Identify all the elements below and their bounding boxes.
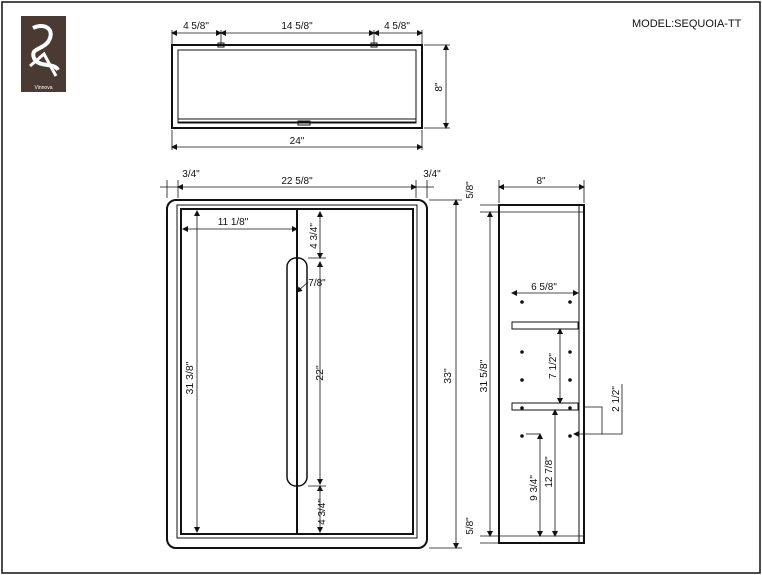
front-dim-handle-length: 22" bbox=[314, 365, 326, 381]
side-view bbox=[480, 180, 623, 544]
front-dim-handle-bottom: 4 3/4" bbox=[317, 499, 328, 525]
top-dim-right: 4 5/8" bbox=[384, 21, 410, 32]
pin-hole bbox=[568, 434, 572, 438]
side-view-pin-holes bbox=[520, 300, 572, 438]
front-view bbox=[160, 180, 462, 549]
top-view-door bbox=[177, 118, 417, 124]
pin-hole bbox=[520, 434, 524, 438]
top-view-inner bbox=[177, 49, 417, 123]
pin-hole bbox=[520, 378, 524, 382]
top-view-handle bbox=[297, 120, 311, 126]
front-dim-handle-width: 7/8" bbox=[308, 278, 326, 289]
front-dim-right-trim: 3/4" bbox=[423, 169, 441, 180]
side-view-shelf-upper bbox=[511, 321, 579, 330]
side-dim-lower-height: 12 7/8" bbox=[544, 456, 555, 488]
pin-hole bbox=[520, 300, 524, 304]
front-dim-inner-width: 22 5/8" bbox=[281, 176, 313, 187]
model-title: MODEL:SEQUOIA-TT bbox=[632, 18, 742, 30]
pin-hole bbox=[568, 406, 572, 410]
pin-hole bbox=[568, 378, 572, 382]
pin-hole bbox=[520, 406, 524, 410]
side-dim-lower-shelf-height: 9 3/4" bbox=[529, 475, 540, 501]
side-dim-inner-height: 31 5/8" bbox=[478, 359, 490, 392]
top-dim-left: 4 5/8" bbox=[183, 21, 209, 32]
top-dim-width: 24" bbox=[290, 136, 305, 147]
pin-hole bbox=[520, 350, 524, 354]
pin-hole bbox=[568, 350, 572, 354]
side-dim-shelf-depth: 6 5/8" bbox=[531, 282, 557, 293]
front-dim-inner-height: 31 3/8" bbox=[184, 361, 196, 394]
top-dim-middle: 14 5/8" bbox=[281, 21, 313, 32]
front-dim-handle-top: 4 3/4" bbox=[309, 223, 320, 249]
front-dim-overall-height: 33" bbox=[442, 368, 454, 384]
front-dim-left-trim: 3/4" bbox=[182, 169, 200, 180]
front-dim-handle-offset: 11 1/8" bbox=[218, 217, 249, 228]
brand-logo: Vinnova bbox=[21, 16, 66, 92]
top-view-outline bbox=[171, 44, 423, 129]
logo-caption: Vinnova bbox=[35, 85, 53, 91]
pin-hole bbox=[568, 300, 572, 304]
side-dim-top-thickness: 5/8" bbox=[465, 181, 476, 199]
side-view-shelf-lower bbox=[511, 402, 579, 411]
side-dim-shelf-setback: 2 1/2" bbox=[611, 386, 622, 412]
front-view-outline bbox=[166, 199, 428, 549]
front-view-handle bbox=[286, 257, 308, 487]
side-dim-shelf-spacing: 7 1/2" bbox=[548, 353, 559, 379]
side-dim-depth: 8" bbox=[536, 176, 546, 187]
front-view-face bbox=[176, 204, 418, 539]
top-view bbox=[171, 30, 450, 150]
side-dim-bottom-thickness: 5/8" bbox=[465, 517, 476, 535]
side-view-outline bbox=[498, 204, 585, 544]
top-dim-depth: 8" bbox=[434, 82, 445, 92]
